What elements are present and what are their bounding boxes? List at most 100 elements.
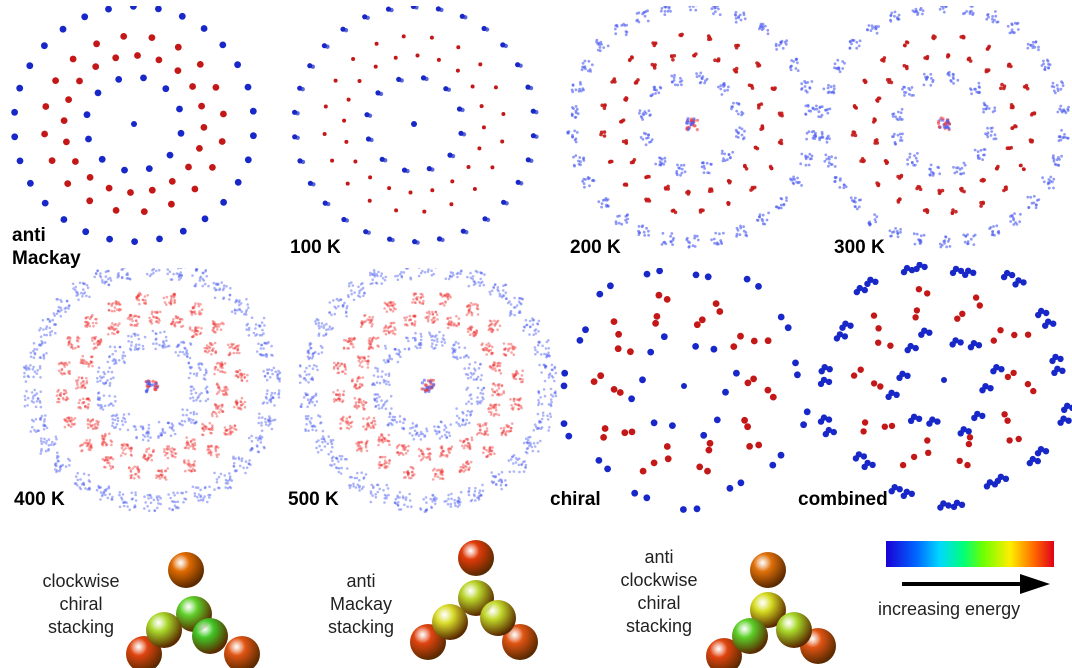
red-atom-cloud bbox=[144, 302, 147, 305]
blue-atom-cloud bbox=[527, 436, 530, 439]
blue-atom-cloud bbox=[508, 459, 511, 462]
blue-atom-cloud bbox=[596, 39, 599, 42]
blue-atom-cloud bbox=[164, 346, 167, 349]
blue-atom-cloud bbox=[199, 489, 202, 492]
blue-atom bbox=[462, 132, 466, 136]
red-atom-cloud bbox=[386, 461, 389, 464]
red-atom-cloud bbox=[183, 462, 186, 465]
blue-atom-cloud bbox=[414, 425, 417, 428]
blue-atom-cloud bbox=[88, 479, 91, 482]
blue-atom-cloud bbox=[625, 33, 628, 36]
blue-atom-cloud bbox=[349, 487, 352, 490]
red-atom-cloud bbox=[216, 393, 219, 396]
blue-atom-cloud bbox=[375, 496, 378, 499]
blue-atom bbox=[85, 136, 92, 143]
red-atom-cloud bbox=[212, 347, 215, 350]
red-atom-cloud bbox=[498, 387, 501, 390]
red-atom-cloud bbox=[420, 450, 423, 453]
red-atom bbox=[330, 159, 334, 163]
blue-atom-cloud bbox=[614, 28, 617, 31]
blue-atom-cloud bbox=[172, 424, 175, 427]
blue-atom-cloud bbox=[214, 297, 217, 300]
red-atom bbox=[635, 80, 639, 84]
blue-atom-cloud bbox=[984, 104, 987, 107]
red-atom-cloud bbox=[91, 314, 94, 317]
blue-atom-cloud bbox=[155, 333, 158, 336]
red-atom-cloud bbox=[336, 389, 339, 392]
blue-atom-cloud bbox=[983, 154, 986, 157]
red-atom-cloud bbox=[79, 407, 82, 410]
blue-atom-cloud bbox=[270, 354, 273, 357]
red-atom-cloud bbox=[489, 365, 492, 368]
red-atom-cloud bbox=[175, 315, 178, 318]
blue-atom-cloud bbox=[387, 487, 390, 490]
blue-atom-cloud bbox=[167, 493, 170, 496]
red-atom-cloud bbox=[493, 452, 496, 455]
red-atom bbox=[633, 158, 637, 162]
blue-atom-cloud bbox=[218, 476, 221, 479]
red-atom bbox=[368, 199, 372, 203]
red-atom-cloud bbox=[170, 295, 173, 298]
blue-atom-cloud bbox=[546, 415, 549, 418]
red-atom-cloud bbox=[70, 419, 73, 422]
blue-atom-cloud bbox=[176, 492, 179, 495]
red-atom-cloud bbox=[421, 303, 424, 306]
blue-atom-cloud bbox=[425, 510, 428, 513]
blue-atom-cloud bbox=[245, 460, 248, 463]
blue-atom-cloud bbox=[718, 232, 721, 235]
red-atom-cloud bbox=[493, 324, 496, 327]
blue-atom-cloud bbox=[265, 356, 268, 359]
blue-atom-cloud bbox=[762, 23, 765, 26]
red-atom bbox=[613, 77, 617, 81]
red-atom-cloud bbox=[466, 314, 469, 317]
red-atom-cloud bbox=[130, 476, 133, 479]
red-atom-cloud bbox=[378, 436, 381, 439]
red-atom-cloud bbox=[136, 467, 139, 470]
center-atom-cloud bbox=[696, 128, 699, 131]
blue-atom-cloud bbox=[953, 172, 956, 175]
red-atom bbox=[885, 161, 889, 165]
red-atom-cloud bbox=[174, 456, 177, 459]
blue-atom bbox=[202, 215, 209, 222]
blue-atom-cloud bbox=[122, 423, 125, 426]
red-atom-cloud bbox=[394, 303, 397, 306]
red-atom-cloud bbox=[359, 445, 362, 448]
blue-atom-cloud bbox=[722, 157, 725, 160]
red-atom-cloud bbox=[163, 448, 166, 451]
red-atom bbox=[876, 99, 880, 103]
red-atom-cloud bbox=[93, 427, 96, 430]
blue-atom-cloud bbox=[358, 479, 361, 482]
blue-atom-cloud bbox=[544, 395, 547, 398]
blue-atom-cloud bbox=[918, 239, 921, 242]
red-atom bbox=[449, 202, 453, 206]
red-atom-cloud bbox=[168, 448, 171, 451]
blue-atom-cloud bbox=[38, 344, 41, 347]
red-atom-cloud bbox=[91, 365, 94, 368]
blue-atom-cloud bbox=[130, 341, 133, 344]
blue-atom-cloud bbox=[833, 85, 836, 88]
blue-atom bbox=[369, 138, 373, 142]
blue-atom-cloud bbox=[793, 178, 796, 181]
blue-atom-cloud bbox=[180, 341, 183, 344]
blue-atom-cloud bbox=[144, 336, 147, 339]
red-atom-cloud bbox=[486, 427, 489, 430]
blue-atom-cloud bbox=[183, 497, 186, 500]
red-atom-cloud bbox=[192, 444, 195, 447]
blue-atom-cloud bbox=[482, 490, 485, 493]
red-atom-cloud bbox=[414, 315, 417, 318]
red-atom-cloud bbox=[237, 349, 240, 352]
blue-atom-cloud bbox=[42, 319, 45, 322]
red-atom-cloud bbox=[485, 422, 488, 425]
red-atom-cloud bbox=[90, 361, 93, 364]
red-atom-cloud bbox=[374, 420, 377, 423]
blue-atom-cloud bbox=[371, 494, 374, 497]
red-atom-cloud bbox=[111, 332, 114, 335]
blue-atom-cloud bbox=[47, 318, 50, 321]
red-atom bbox=[780, 112, 784, 116]
blue-atom-cloud bbox=[40, 450, 43, 453]
red-atom-cloud bbox=[187, 442, 190, 445]
blue-atom-cloud bbox=[181, 408, 184, 411]
cluster-plot bbox=[20, 268, 288, 518]
blue-atom-cloud bbox=[900, 111, 903, 114]
red-atom-cloud bbox=[405, 452, 408, 455]
